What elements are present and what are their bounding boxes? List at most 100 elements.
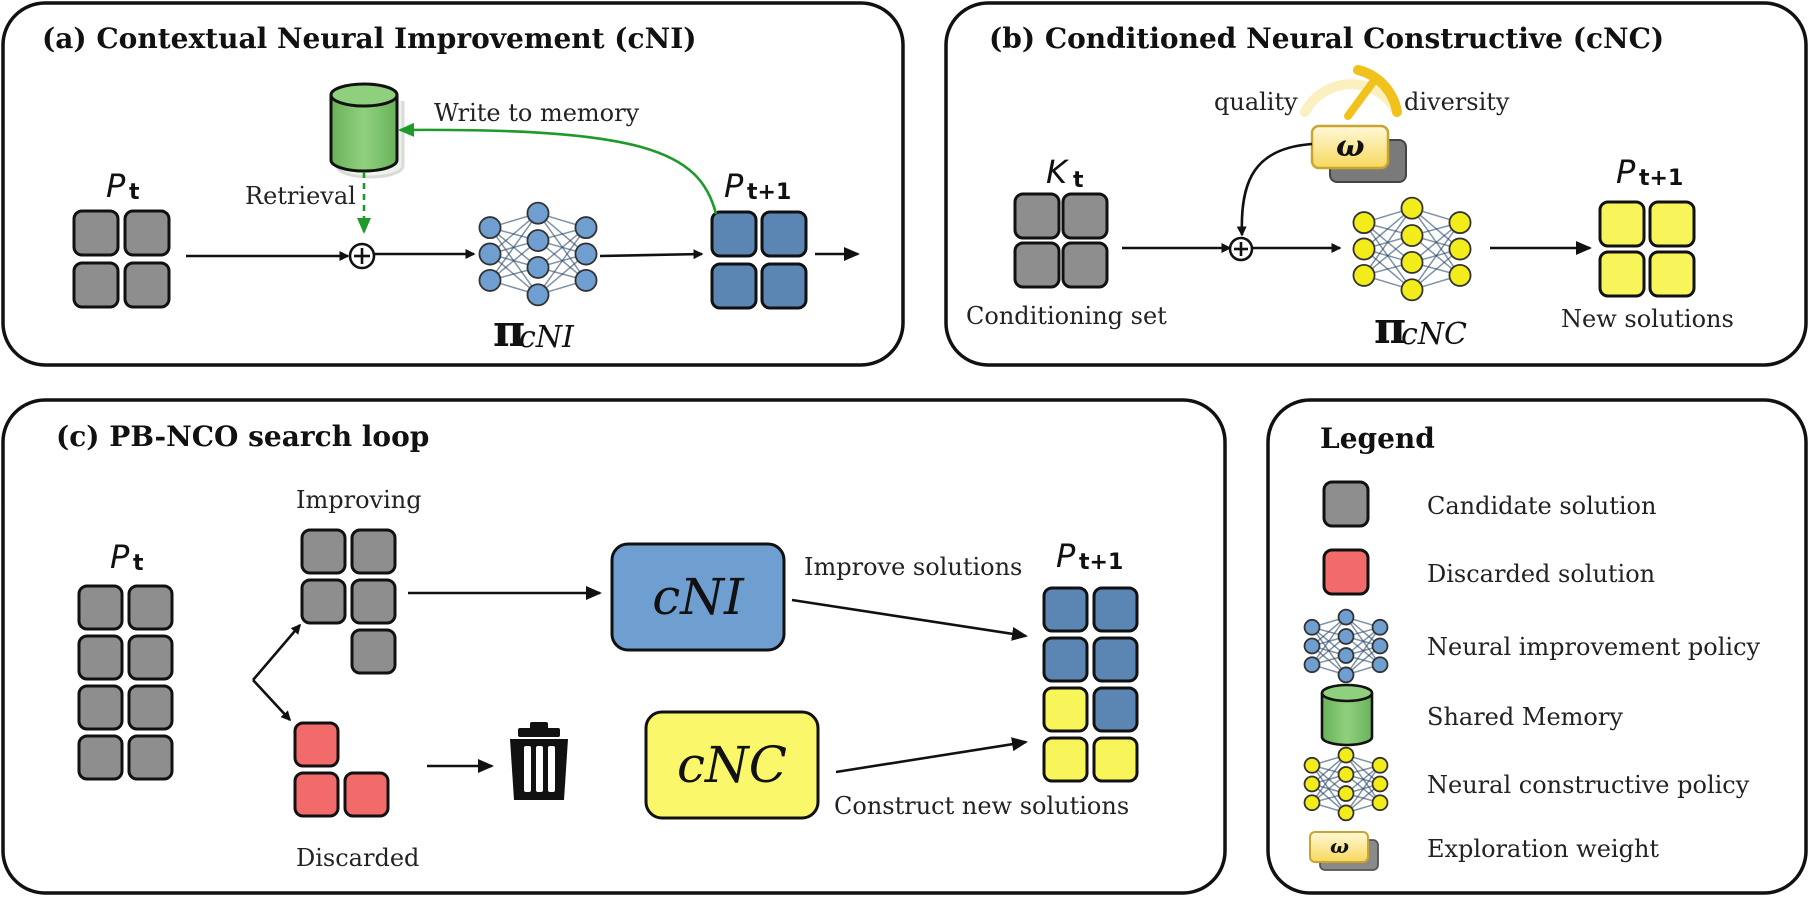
solution-square bbox=[350, 528, 397, 575]
network-node bbox=[1400, 278, 1424, 302]
kt-subscript: t bbox=[1073, 168, 1084, 193]
panel-a-pt-label: P t bbox=[106, 167, 140, 205]
blue-network-icon bbox=[478, 201, 598, 307]
shared-memory-cylinder-icon bbox=[329, 82, 405, 179]
solution-square bbox=[127, 634, 174, 681]
pi-symbol: π bbox=[493, 306, 525, 357]
solution-square bbox=[1042, 586, 1089, 633]
panel-a-output-grid bbox=[710, 210, 808, 310]
solution-square bbox=[1092, 586, 1139, 633]
omega-symbol: ω bbox=[1336, 129, 1365, 164]
solution-square bbox=[1092, 686, 1139, 733]
trash-icon bbox=[510, 722, 568, 800]
discarded-square bbox=[293, 721, 340, 768]
cnc-module-box: cNC bbox=[644, 710, 820, 820]
network-node bbox=[1371, 637, 1389, 655]
pt-subscript: t bbox=[133, 551, 144, 576]
network-node bbox=[526, 229, 550, 253]
solution-square bbox=[72, 209, 120, 257]
network-node bbox=[1400, 250, 1424, 274]
solution-square bbox=[1061, 192, 1109, 240]
solution-square bbox=[1598, 200, 1646, 248]
solution-square bbox=[1061, 241, 1109, 289]
cni-box-label: cNI bbox=[652, 568, 745, 626]
pt1-subscript: t+1 bbox=[1079, 550, 1123, 575]
yellow-network-icon bbox=[1303, 746, 1389, 822]
pt1-subscript: t+1 bbox=[1639, 166, 1683, 191]
solution-square bbox=[77, 684, 124, 731]
network-edge bbox=[1345, 764, 1381, 814]
network-node bbox=[1337, 766, 1355, 783]
network-node bbox=[526, 255, 550, 279]
solution-square bbox=[710, 210, 758, 258]
gauge-icon bbox=[1300, 65, 1402, 120]
panel-c-title: (c) PB-NCO search loop bbox=[56, 420, 429, 453]
pt-subscript: t bbox=[129, 180, 140, 205]
solution-square bbox=[1092, 636, 1139, 683]
write-memory-arrow bbox=[398, 122, 718, 215]
legend-item-label: Exploration weight bbox=[1427, 835, 1659, 863]
improve-solutions-label: Improve solutions bbox=[804, 553, 1022, 581]
construct-solutions-label: Construct new solutions bbox=[834, 792, 1129, 820]
network-node bbox=[1371, 756, 1389, 774]
policy-cnc-label: π cNC bbox=[1374, 303, 1467, 354]
pt-symbol: P bbox=[110, 538, 130, 576]
network-node bbox=[1303, 637, 1321, 655]
arrow-cnc-to-output bbox=[835, 737, 1028, 774]
cnc-box-label: cNC bbox=[677, 736, 787, 794]
red-square-icon bbox=[1322, 548, 1370, 596]
network-node bbox=[1400, 224, 1424, 248]
network-node bbox=[478, 216, 502, 240]
solution-square bbox=[77, 584, 124, 631]
panel-c-pt-label: P t bbox=[110, 538, 144, 576]
network-node bbox=[1337, 746, 1355, 764]
network-node bbox=[1303, 756, 1321, 774]
omega-to-plus-arrow bbox=[1236, 142, 1313, 237]
plus-circle-icon bbox=[348, 242, 376, 270]
network-node bbox=[1371, 775, 1389, 793]
solution-square bbox=[1042, 736, 1089, 783]
solution-square bbox=[1013, 192, 1061, 240]
network-node bbox=[574, 216, 598, 240]
network-node bbox=[526, 201, 550, 225]
solution-square bbox=[127, 734, 174, 781]
omega-card-icon: ω bbox=[1310, 124, 1407, 183]
network-node bbox=[574, 242, 598, 266]
green-cylinder-icon bbox=[1320, 683, 1374, 747]
solution-square bbox=[123, 261, 171, 309]
network-edge bbox=[1311, 754, 1347, 804]
solution-square bbox=[77, 634, 124, 681]
retrieval-label: Retrieval bbox=[245, 182, 356, 210]
solution-square bbox=[1042, 686, 1089, 733]
yellow-network-icon bbox=[1352, 196, 1472, 302]
legend-item-label: Discarded solution bbox=[1427, 560, 1655, 588]
conditioning-grid bbox=[1013, 192, 1109, 289]
discarded-square bbox=[293, 771, 340, 818]
panel-a-frame bbox=[1, 1, 905, 367]
panel-c-pt1-label: P t+1 bbox=[1056, 537, 1123, 575]
network-edge bbox=[1363, 207, 1413, 276]
network-edge bbox=[537, 227, 587, 296]
arrow-to-improving bbox=[252, 623, 301, 681]
network-node bbox=[1303, 618, 1321, 636]
network-node bbox=[1337, 804, 1355, 822]
gray-square-icon bbox=[1322, 480, 1370, 528]
arrow-policy-to-output bbox=[599, 249, 704, 260]
next-population-grid bbox=[1042, 586, 1139, 783]
pi-subscript: cNI bbox=[519, 320, 575, 355]
diversity-label: diversity bbox=[1404, 88, 1510, 116]
network-node bbox=[1448, 211, 1472, 235]
policy-cni-label: π cNI bbox=[493, 306, 575, 357]
network-node bbox=[1337, 647, 1355, 664]
network-node bbox=[1303, 656, 1321, 674]
solution-square bbox=[350, 628, 397, 675]
population-grid bbox=[77, 584, 174, 781]
solution-square bbox=[710, 262, 758, 310]
solution-square bbox=[123, 209, 171, 257]
pt1-symbol: P bbox=[1056, 537, 1076, 575]
solution-square bbox=[300, 528, 347, 575]
solution-square bbox=[77, 734, 124, 781]
kt-label: K t bbox=[1046, 153, 1084, 193]
panel-a-title: (a) Contextual Neural Improvement (cNI) bbox=[42, 22, 697, 55]
